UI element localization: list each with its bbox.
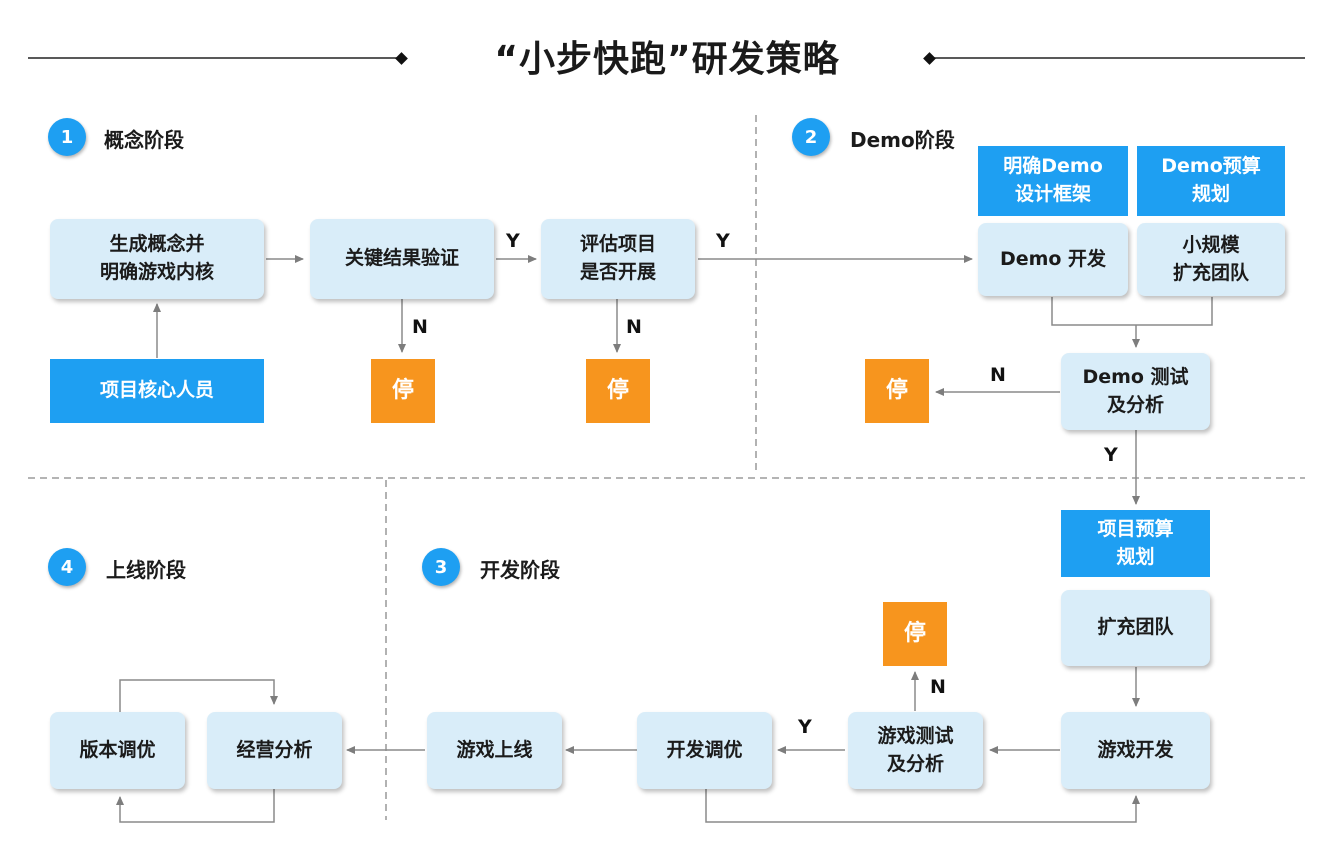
node-core-team: 项目核心人员 [50,359,264,423]
loop-ops-to-version [116,789,275,823]
node-key-validation: 关键结果验证 [310,219,494,299]
label-no-demotest: N [990,364,1006,386]
phase-3-badge: 3 [422,548,460,586]
label-no-gametest: N [930,676,946,698]
label-yes-evaluate: Y [716,230,730,252]
node-expand-team: 扩充团队 [1061,590,1210,666]
node-stop-1: 停 [371,359,435,423]
node-stop-3: 停 [865,359,929,423]
node-stop-2: 停 [586,359,650,423]
node-launch: 游戏上线 [427,712,562,789]
phase-3-label: 开发阶段 [480,558,560,582]
loop-devtune-to-gamedev [705,789,1140,823]
node-concept: 生成概念并 明确游戏内核 [50,219,264,299]
label-yes-demotest: Y [1104,444,1118,466]
label-no-evaluate: N [626,316,642,338]
phase-1-badge: 1 [48,118,86,156]
node-stop-4: 停 [883,602,947,666]
loop-version-to-ops [119,679,278,712]
label-yes-gametest: Y [798,716,812,738]
node-demo-framework: 明确Demo 设计框架 [978,146,1128,216]
node-game-test: 游戏测试 及分析 [848,712,983,789]
node-version-tune: 版本调优 [50,712,185,789]
node-demo-dev: Demo 开发 [978,223,1128,296]
page-title: “小步快跑”研发策略 [494,39,840,80]
phase-4-label: 上线阶段 [106,558,186,582]
phase-2-label: Demo阶段 [850,128,955,152]
merge-demo-to-test [1051,297,1213,326]
node-dev-tune: 开发调优 [637,712,772,789]
node-demo-test: Demo 测试 及分析 [1061,353,1210,430]
phase-1-label: 概念阶段 [104,128,184,152]
label-no-validation: N [412,316,428,338]
node-project-budget: 项目预算 规划 [1061,510,1210,577]
label-yes-validation: Y [506,230,520,252]
node-demo-budget: Demo预算 规划 [1137,146,1285,216]
node-evaluate: 评估项目 是否开展 [541,219,695,299]
phase-4-badge: 4 [48,548,86,586]
node-small-team: 小规模 扩充团队 [1137,223,1285,296]
node-ops-analysis: 经营分析 [207,712,342,789]
node-game-dev: 游戏开发 [1061,712,1210,789]
phase-2-badge: 2 [792,118,830,156]
